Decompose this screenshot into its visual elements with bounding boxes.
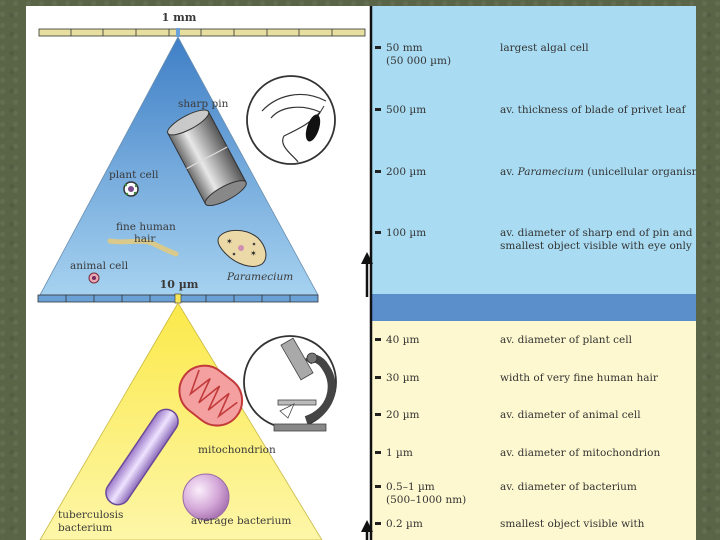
desc-mitochondrion: av. diameter of mitochondrion: [500, 447, 660, 459]
measure-1um: 1 µm: [386, 447, 413, 459]
measure-50mm-um: (50 000 µm): [386, 55, 451, 67]
axis-tick: [375, 522, 381, 525]
label-plant-cell: plant cell: [109, 169, 159, 181]
top-scale-ruler: [39, 28, 365, 37]
average-bacterium-illustration: [183, 474, 229, 520]
axis-tick: [375, 231, 381, 234]
animal-cell-illustration: [89, 273, 99, 283]
svg-text:✶: ✶: [226, 237, 233, 246]
desc-sharp-end-of-pin: av. diameter of sharp end of pin and: [500, 227, 692, 239]
axis-tick: [375, 170, 381, 173]
axis-tick: [375, 108, 381, 111]
measure-200um: 200 µm: [386, 166, 426, 178]
middle-scale-label: 10 µm: [160, 278, 199, 291]
microscope-icon: [244, 336, 336, 431]
axis-tick: [375, 376, 381, 379]
plant-cell-illustration: [124, 182, 138, 196]
measure-30um: 30 µm: [386, 372, 419, 384]
scale-diagram: 1 mm 10 µm: [26, 6, 696, 540]
label-mitochondrion: mitochondrion: [198, 444, 276, 456]
axis-tick: [375, 413, 381, 416]
desc-paramecium: av. Paramecium (unicellular organism): [500, 166, 696, 178]
upper-magnification-triangle: [40, 37, 318, 295]
measure-0-2um: 0.2 µm: [386, 518, 423, 530]
middle-scale-ruler: [38, 294, 318, 303]
label-paramecium: Paramecium: [226, 271, 293, 283]
measure-40um: 40 µm: [386, 334, 419, 346]
axis-tick: [375, 451, 381, 454]
svg-text:✶: ✶: [250, 249, 257, 258]
label-fine-human-hair-line2: hair: [134, 233, 156, 245]
label-tuberculosis-line1: tuberculosis: [58, 509, 123, 521]
measure-500um: 500 µm: [386, 104, 426, 116]
axis-tick: [375, 338, 381, 341]
axis-tick: [375, 485, 381, 488]
desc-human-hair: width of very fine human hair: [500, 372, 658, 384]
measure-20um: 20 µm: [386, 409, 419, 421]
desc-smallest-visible-eye: smallest object visible with eye only: [500, 240, 692, 252]
desc-plant-cell: av. diameter of plant cell: [500, 334, 632, 346]
measure-0-5-1um: 0.5–1 µm: [386, 481, 435, 493]
axis-tick: [375, 46, 381, 49]
lower-range-panel: [370, 321, 696, 540]
eye-icon: [247, 76, 335, 164]
measure-50mm: 50 mm: [386, 42, 423, 54]
label-tuberculosis-line2: bacterium: [58, 522, 112, 534]
desc-largest-algal-cell: largest algal cell: [500, 42, 589, 54]
desc-smallest-visible-microscope: smallest object visible with: [500, 518, 644, 530]
top-scale-label: 1 mm: [162, 11, 197, 24]
label-average-bacterium: average bacterium: [191, 515, 291, 527]
label-fine-human-hair-line1: fine human: [116, 221, 176, 233]
range-divider-band: [370, 294, 696, 321]
desc-privet-leaf: av. thickness of blade of privet leaf: [500, 104, 686, 116]
measure-500-1000nm: (500–1000 nm): [386, 494, 466, 506]
diagram-sheet: 1 mm 10 µm: [26, 6, 696, 540]
label-sharp-pin: sharp pin: [178, 98, 229, 110]
label-animal-cell: animal cell: [70, 260, 129, 272]
measure-100um: 100 µm: [386, 227, 426, 239]
desc-bacterium: av. diameter of bacterium: [500, 481, 637, 493]
desc-animal-cell: av. diameter of animal cell: [500, 409, 641, 421]
